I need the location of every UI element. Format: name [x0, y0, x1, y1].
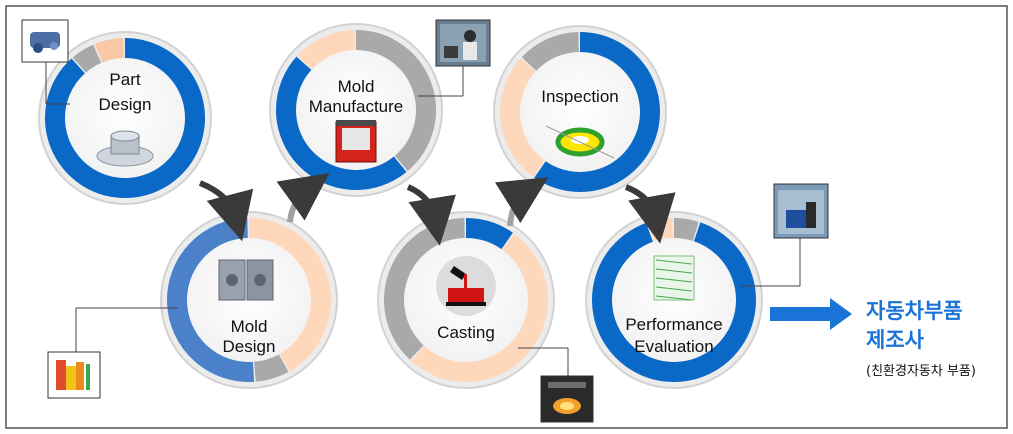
ring-segment [297, 30, 356, 70]
stage-label-line: Part [109, 70, 140, 89]
stage-ring-5: Inspection [493, 25, 667, 199]
ring-segment [411, 233, 548, 382]
ring-segment [355, 30, 436, 172]
outer-frame [5, 5, 1008, 429]
thumbnails [21, 19, 829, 423]
flow-arrow-inspection-to-evaluation [624, 184, 676, 244]
ring-segment [673, 218, 699, 242]
stage-label-line: Casting [437, 323, 495, 342]
ring-segment [500, 58, 546, 177]
part-thumbnail [21, 19, 69, 63]
stage-icon-part [96, 130, 154, 167]
flow-arrow-casting-to-inspection [494, 177, 549, 227]
ring-segment [465, 218, 513, 250]
flow-arrow-manufacture-to-casting [406, 184, 456, 246]
ring-segment [253, 354, 289, 382]
ring-segment [592, 222, 756, 382]
ring-segment [94, 38, 125, 63]
stage-label-line: Inspection [541, 87, 619, 106]
ring-segment [72, 44, 102, 73]
stage-icon-ring [545, 125, 615, 159]
stage-label-line: Manufacture [309, 97, 404, 116]
stage-label-line: Evaluation [634, 337, 713, 356]
stage-label-line: Design [223, 337, 276, 356]
ring-segment [45, 38, 205, 198]
ring-segment [647, 218, 674, 242]
result-title-line1: 자동차부품 [866, 299, 963, 323]
lab-photo-thumbnail [435, 19, 491, 67]
ring-segment [534, 32, 660, 192]
stage-label-line: Design [99, 95, 152, 114]
result-title-line2: 제조사 [866, 328, 925, 352]
ring-segment [521, 32, 580, 72]
stage-ring-4: Casting [377, 211, 555, 389]
result-subtitle: (친환경자동차 부품) [866, 364, 976, 379]
flow-arrow-part-to-mold-design [198, 180, 254, 242]
stage-icon-chart [653, 255, 695, 301]
output-arrow [770, 298, 852, 330]
machine-photo-thumbnail [773, 183, 829, 239]
flow-arrows [198, 172, 676, 246]
stage-icon-machine [335, 120, 377, 163]
mold-design-thumbnail [47, 351, 101, 399]
stage-label-line: Performance [625, 315, 722, 334]
stage-icon-mold [218, 259, 274, 301]
flow-arrow-mold-design-to-manufacture [276, 172, 330, 223]
furnace-photo-thumbnail [540, 375, 594, 423]
stage-icon-casting [436, 256, 496, 316]
ring-segment [248, 218, 331, 372]
stage-label-line: Mold [338, 77, 375, 96]
result-block: 자동차부품 제조사 (친환경자동차 부품) [866, 299, 976, 379]
ring-segment [276, 56, 407, 190]
stage-label-line: Mold [231, 317, 268, 336]
